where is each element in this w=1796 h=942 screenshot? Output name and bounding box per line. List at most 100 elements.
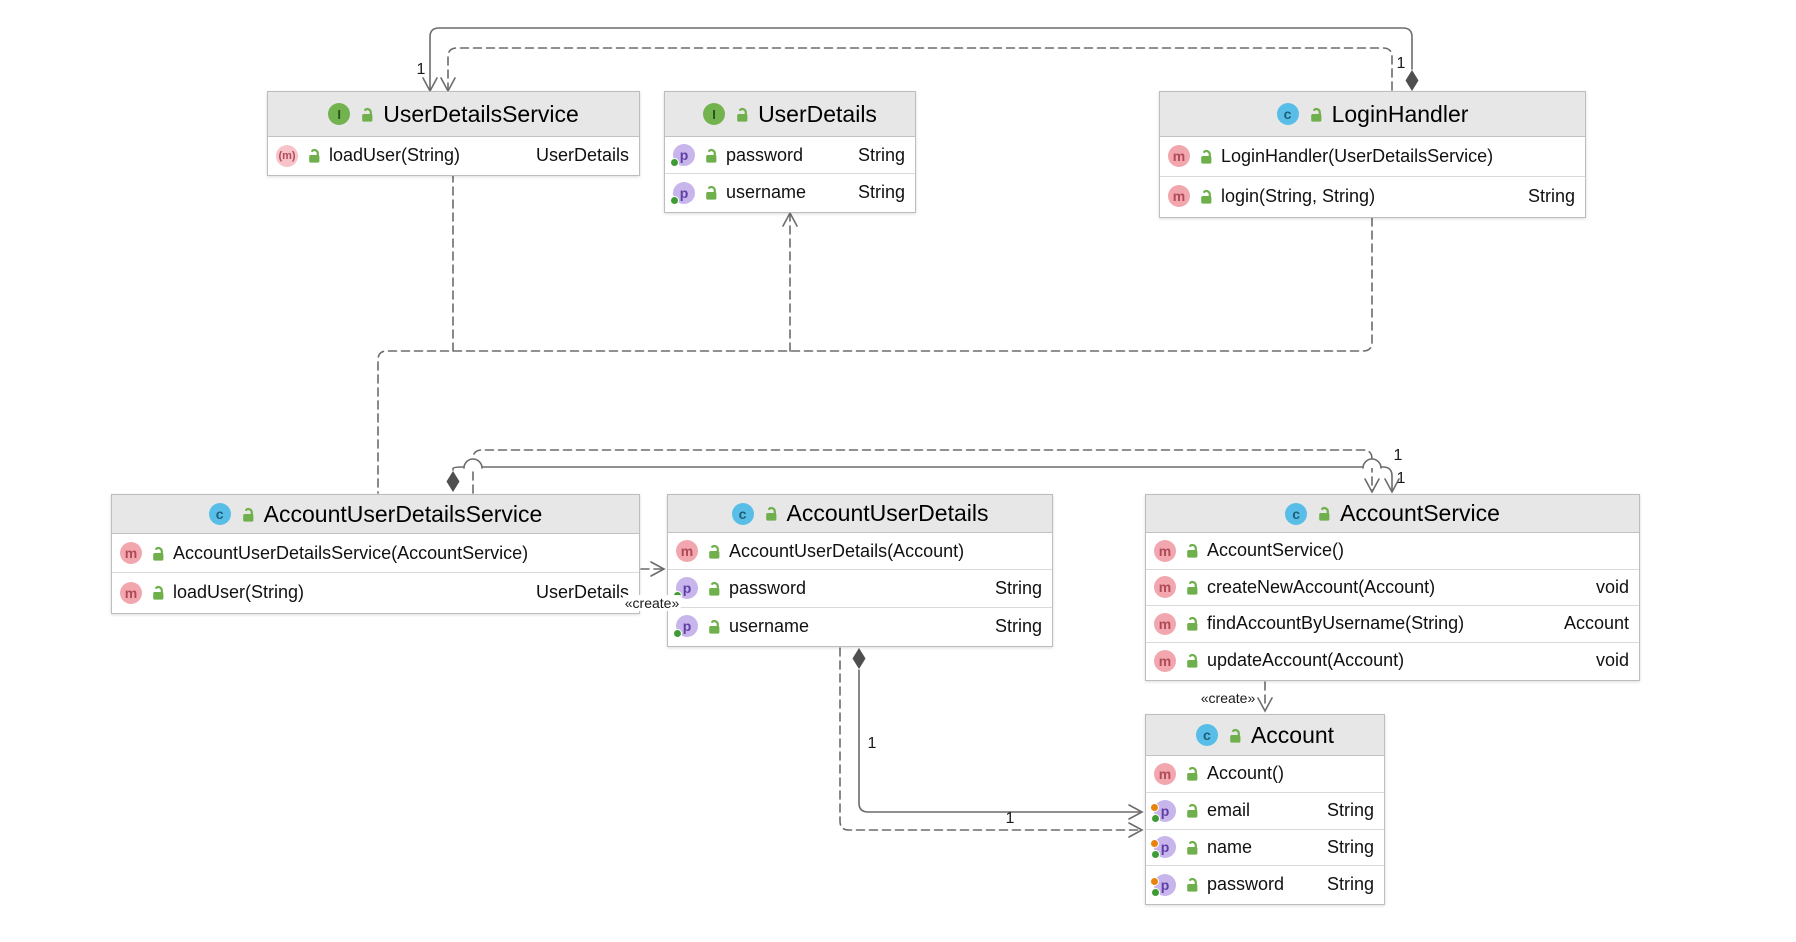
arrowhead-icon [650,561,666,577]
multiplicity-label: 1 [1005,810,1015,827]
getter-dot-icon [1151,850,1160,860]
class-title: UserDetails [758,100,877,127]
edge-auds-accountservice-aggregation[interactable] [452,466,1393,491]
setter-dot-icon [1150,839,1159,849]
getter-dot-icon [670,195,679,205]
public-lock-icon [709,582,720,596]
getter-dot-icon [1151,887,1160,897]
method-icon: m [1154,539,1176,562]
method-icon: m [120,581,142,604]
member-row-login-string-string-[interactable]: m login(String, String) String [1160,176,1585,216]
public-lock-icon [709,544,720,559]
member-row-account-[interactable]: m Account() [1146,756,1384,793]
public-lock-icon [1319,507,1330,521]
member-label: username [729,615,810,636]
class-icon: c [731,502,754,525]
property-icon: p [1150,799,1176,823]
class-icon: c [1285,502,1308,525]
multiplicity-label: 1 [1396,55,1406,72]
public-lock-icon [309,149,320,163]
multiplicity-label: 1 [867,735,877,752]
arrowhead-icon [1257,697,1273,713]
property-icon: p [670,181,695,205]
arrowhead-icon [1128,804,1144,820]
member-label: LoginHandler(UserDetailsService) [1221,145,1494,166]
class-icon: c [1276,103,1299,125]
aggregation-diamond-icon [446,471,460,492]
edge-loginhandler-userdetailsservice-dependency[interactable] [447,47,1393,92]
edge-loginhandler-userdetailsservice-aggregation[interactable] [429,27,1413,92]
edge-accountuserdetails-account-aggregation[interactable] [858,669,1141,813]
edge-hop-icon [1363,459,1381,468]
arrowhead-icon [440,77,456,93]
member-label: findAccountByUsername(String) [1207,613,1465,634]
method-icon: m [1168,185,1190,208]
interface-icon: I [703,103,726,125]
member-type: Account [1563,613,1629,634]
member-label: password [729,577,807,598]
public-lock-icon [1230,728,1241,743]
property-icon: p [1150,836,1176,860]
class-header[interactable]: I UserDetails [665,92,915,137]
public-lock-icon [362,107,373,122]
property-icon: p [673,615,698,639]
edge-accountuserdetails-account-dependency[interactable] [839,647,1141,831]
aggregation-diamond-icon [852,648,866,669]
setter-dot-icon [1150,802,1159,812]
public-lock-icon [706,148,717,163]
arrowhead-icon [422,77,438,93]
edge-hop-icon [463,458,483,469]
member-label: login(String, String) [1221,185,1376,206]
member-label: AccountUserDetailsService(AccountService… [173,542,529,563]
member-type: String [1527,185,1575,206]
edge-auds-accountservice-dependency[interactable] [472,449,1373,494]
class-title: Account [1250,721,1335,748]
public-lock-icon [242,507,254,522]
member-type: UserDetails [535,582,629,602]
member-rows: (m)loadUser(String)UserDetails [268,137,639,174]
member-label: Account() [1207,763,1285,784]
edge-loginhandler-mid-dependency-trunk[interactable] [377,217,1373,494]
public-lock-icon [1187,654,1198,668]
method-icon: m [1154,576,1176,599]
method-icon: m [676,540,698,563]
member-label: AccountUserDetails(Account) [729,540,965,561]
member-row-loaduser-string-[interactable]: (m)loadUser(String)UserDetails [268,137,639,174]
member-type: void [1595,650,1629,671]
member-type: String [857,182,905,202]
method-icon: m [1154,762,1176,785]
member-row-accountuserdetails-account-[interactable]: m AccountUserDetails(Account) [668,533,1052,571]
member-type: String [1326,874,1374,895]
public-lock-icon [709,619,720,634]
public-lock-icon [1310,107,1321,122]
